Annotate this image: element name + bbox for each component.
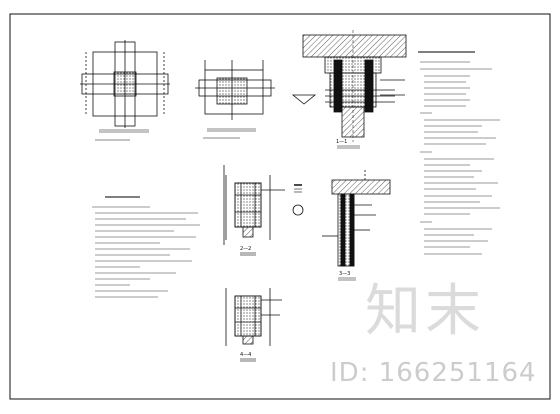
beam-section-detail-4 — [225, 288, 282, 346]
section-label-1-1: 1—1 — [336, 139, 347, 145]
notes-block-left — [92, 196, 200, 298]
watermark-logo: 知末 — [365, 279, 485, 344]
caption-plan-2 — [203, 128, 256, 139]
sheet-border — [9, 13, 551, 400]
beam-column-section-3 — [322, 168, 391, 267]
caption-elevation — [337, 145, 360, 149]
callout-marker — [292, 184, 304, 216]
section-label-2-2: 2—2 — [240, 246, 251, 252]
notes-block-right — [418, 51, 500, 255]
beam-column-elevation — [302, 30, 407, 142]
watermark-id: ID: 166251164 — [330, 358, 537, 388]
caption-section-2 — [240, 252, 256, 256]
caption-section-3 — [338, 277, 356, 281]
column-plan-detail-1 — [80, 40, 170, 128]
caption-section-4 — [240, 358, 256, 362]
small-triangle-section — [291, 94, 317, 105]
beam-section-detail-2 — [223, 165, 285, 245]
section-label-4-4: 4—4 — [240, 352, 251, 358]
section-label-3-3: 3—3 — [339, 271, 350, 277]
caption-plan-1 — [95, 129, 149, 141]
column-plan-detail-2 — [195, 60, 275, 120]
